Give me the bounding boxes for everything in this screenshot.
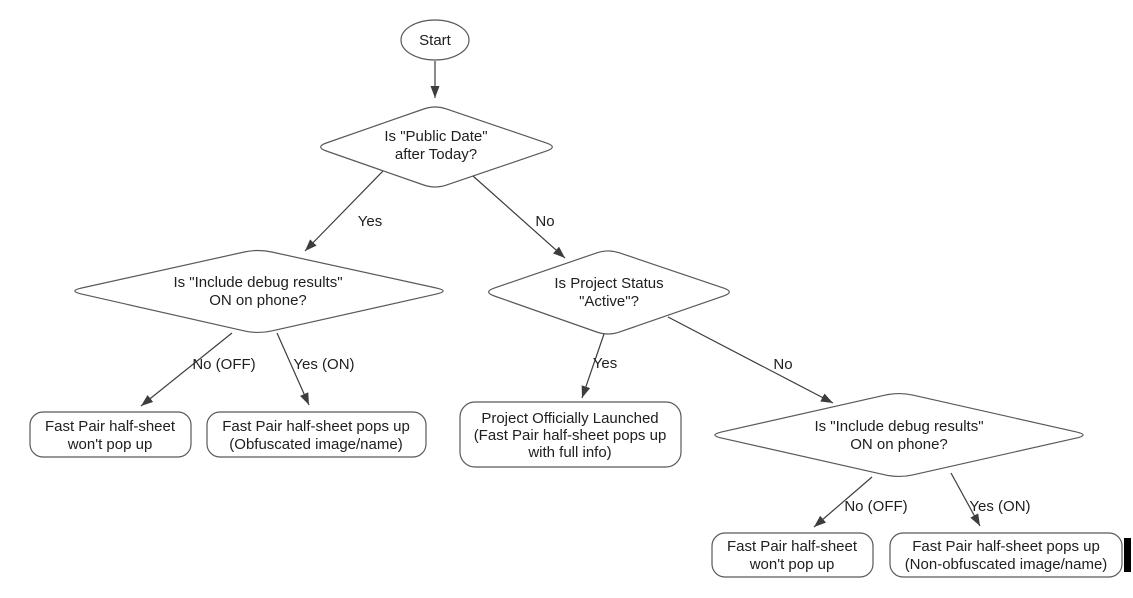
edge-label-debug-left-yes: Yes (ON) [293,356,354,373]
decision-debug-results-right-label: ON on phone? [850,436,948,453]
terminal-obfuscated-label: (Obfuscated image/name) [229,436,402,453]
terminal-wont-pop-up-right-label: won't pop up [749,556,835,573]
arrow-debug-left-no [140,332,233,407]
decision-project-status: Is Project Status "Active"? [488,250,730,335]
arrow-status-no [667,316,834,404]
arrow-debug-right-no [813,476,873,528]
decision-debug-results-left-label: ON on phone? [209,292,307,309]
arrow-debug-right-yes [950,472,981,527]
arrow-debug-left-yes [276,332,310,406]
terminal-wont-pop-up-left-label: won't pop up [67,436,153,453]
terminal-obfuscated-label: Fast Pair half-sheet pops up [222,418,410,435]
edge-label-debug-right-no: No (OFF) [844,498,907,515]
edge-label-status-yes: Yes [593,355,617,372]
decision-debug-results-left-shape [74,249,444,334]
decision-debug-results-right: Is "Include debug results" ON on phone? [714,392,1084,478]
arrow-public-date-no [472,175,566,259]
terminal-wont-pop-up-right-label: Fast Pair half-sheet [727,538,858,555]
decision-public-date-label: Is "Public Date" [384,128,487,145]
terminal-non-obfuscated: Fast Pair half-sheet pops up (Non-obfusc… [889,532,1123,578]
arrow-status-yes [581,333,605,399]
edge-label-status-no: No [773,356,792,373]
terminal-launched-shape [459,401,682,468]
edge-label-public-date-yes: Yes [358,213,382,230]
terminal-wont-pop-up-right-shape [711,532,874,578]
edge-label-debug-right-yes: Yes (ON) [969,498,1030,515]
terminal-obfuscated-shape [206,411,427,458]
edge-label-debug-left-no: No (OFF) [192,356,255,373]
terminal-wont-pop-up-left: Fast Pair half-sheet won't pop up [29,411,192,458]
terminal-non-obfuscated-label: Fast Pair half-sheet pops up [912,538,1100,555]
decision-debug-results-left-label: Is "Include debug results" [173,274,342,291]
terminal-launched-label: with full info) [527,444,611,461]
terminal-non-obfuscated-label: (Non-obfuscated image/name) [905,556,1108,573]
terminal-launched-label: (Fast Pair half-sheet pops up [474,427,667,444]
decision-debug-results-right-shape [714,392,1084,478]
start-node-label: Start [419,32,452,49]
decision-project-status-shape [488,250,730,335]
decision-debug-results-right-label: Is "Include debug results" [814,418,983,435]
terminal-launched-label: Project Officially Launched [481,410,658,427]
decision-project-status-label: Is Project Status [554,275,663,292]
terminal-wont-pop-up-left-shape [29,411,192,458]
decision-public-date-shape [320,106,553,188]
text-cursor-artifact [1124,538,1131,572]
terminal-wont-pop-up-right: Fast Pair half-sheet won't pop up [711,532,874,578]
start-node: Start [400,19,470,61]
terminal-non-obfuscated-shape [889,532,1123,578]
decision-project-status-label: "Active"? [579,293,639,310]
decision-debug-results-left: Is "Include debug results" ON on phone? [74,249,444,334]
terminal-wont-pop-up-left-label: Fast Pair half-sheet [45,418,176,435]
decision-public-date-label: after Today? [395,146,477,163]
terminal-launched: Project Officially Launched (Fast Pair h… [459,401,682,468]
terminal-obfuscated: Fast Pair half-sheet pops up (Obfuscated… [206,411,427,458]
decision-public-date: Is "Public Date" after Today? [320,106,553,188]
edge-label-public-date-no: No [535,213,554,230]
start-node-shape [400,19,470,61]
arrow-public-date-yes [304,170,384,252]
